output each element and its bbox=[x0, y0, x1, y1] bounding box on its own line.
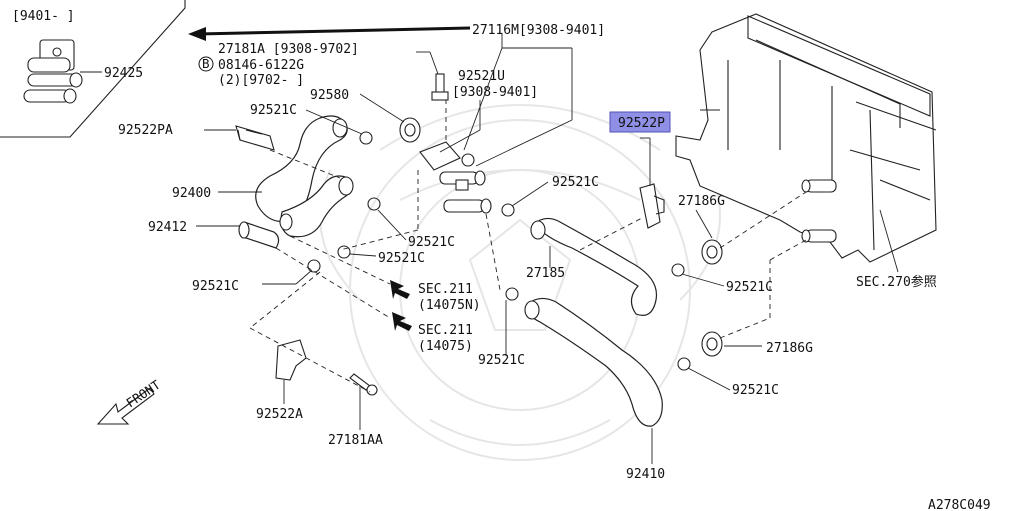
label-92521C-f: 92521C bbox=[732, 383, 779, 398]
label-92521C-top: 92521C bbox=[250, 103, 297, 118]
label-92521C-g: 92521C bbox=[478, 353, 525, 368]
leader-lines bbox=[196, 34, 762, 464]
label-27116M: 27116M[9308-9401] bbox=[472, 23, 605, 38]
sec211-arrow-1 bbox=[390, 280, 410, 299]
label-92522PA: 92522PA bbox=[118, 123, 173, 138]
label-92521C-d: 92521C bbox=[552, 175, 599, 190]
highlight-92522P bbox=[609, 111, 671, 133]
label-sec270: SEC.270参照 bbox=[856, 274, 937, 290]
valve-assembly-icon bbox=[23, 39, 83, 104]
label-27181AA: 27181AA bbox=[328, 433, 383, 448]
label-08146-qty: (2)[9702- ] bbox=[218, 73, 304, 88]
watermark-emblem bbox=[319, 104, 721, 461]
label-92522A: 92522A bbox=[256, 407, 303, 422]
inset-box: [9401- ] 92425 bbox=[0, 0, 186, 138]
label-sec211b-1: SEC.211 bbox=[418, 323, 473, 338]
label-27186G-b: 27186G bbox=[766, 341, 813, 356]
label-92521U-range: [9308-9401] bbox=[452, 85, 538, 100]
hose-92400 bbox=[255, 115, 354, 238]
hose-92410 bbox=[524, 297, 663, 427]
label-92521C-e: 92521C bbox=[726, 280, 773, 295]
label-92521C-c: 92521C bbox=[192, 279, 239, 294]
label-92522P[interactable]: 92522P bbox=[618, 116, 665, 131]
hose-92412 bbox=[238, 221, 280, 249]
label-08146-6122G: 08146-6122G bbox=[218, 58, 304, 73]
label-92521U: 92521U bbox=[458, 69, 505, 84]
figure-code: A278C049 bbox=[928, 498, 991, 511]
label-sec211a-2: (14075N) bbox=[418, 298, 481, 313]
bolt-27181AA bbox=[349, 373, 378, 396]
label-92521C-b: 92521C bbox=[378, 251, 425, 266]
label-27185: 27185 bbox=[526, 266, 565, 281]
heater-unit bbox=[675, 13, 937, 263]
label-front: FRONT bbox=[123, 377, 163, 411]
label-92400: 92400 bbox=[172, 186, 211, 201]
label-sec211b-2: (14075) bbox=[418, 339, 473, 354]
sec211-arrow-2 bbox=[392, 312, 412, 331]
grommet-27186G-upper bbox=[701, 239, 723, 265]
label-92412: 92412 bbox=[148, 220, 187, 235]
label-92580: 92580 bbox=[310, 88, 349, 103]
grommet-27186G-lower bbox=[701, 331, 723, 357]
front-arrow-icon bbox=[96, 387, 155, 425]
label-sec211a-1: SEC.211 bbox=[418, 282, 473, 297]
hose-27185 bbox=[530, 217, 658, 316]
label-92410: 92410 bbox=[626, 467, 665, 482]
label-27181A: 27181A [9308-9702] bbox=[218, 42, 359, 57]
clip-92522PA bbox=[235, 125, 275, 151]
label-27186G-a: 27186G bbox=[678, 194, 725, 209]
inset-range: [9401- ] bbox=[12, 9, 75, 24]
clip-92522P bbox=[639, 183, 665, 229]
label-92521C-a: 92521C bbox=[408, 235, 455, 250]
bolt-b-icon bbox=[198, 56, 214, 72]
water-valve-assembly bbox=[419, 141, 492, 214]
bolt-27181A bbox=[431, 73, 449, 101]
label-92425: 92425 bbox=[104, 66, 143, 81]
dashed-lines bbox=[249, 100, 807, 393]
clamp-icons bbox=[307, 131, 691, 371]
bracket-92522A bbox=[275, 339, 307, 381]
valve-92580 bbox=[399, 117, 421, 143]
bolt-badge: B bbox=[202, 56, 210, 71]
